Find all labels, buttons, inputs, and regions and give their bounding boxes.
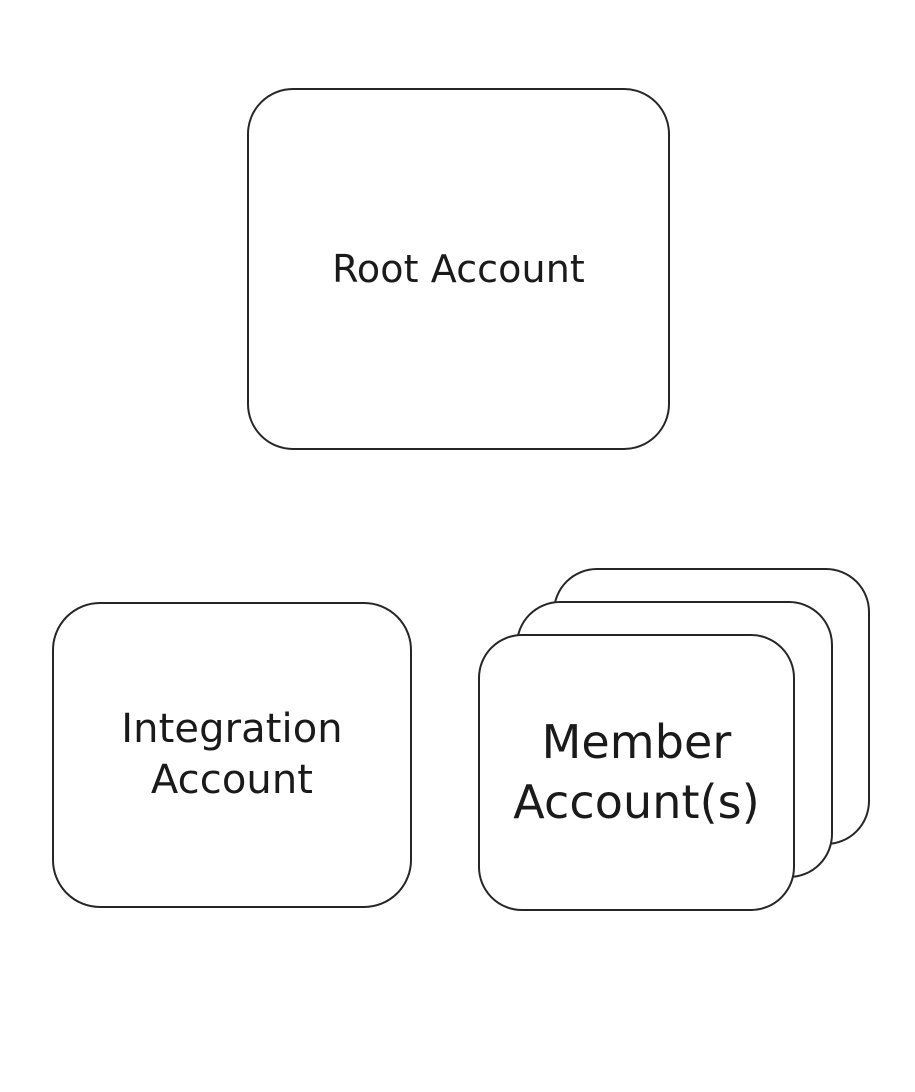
node-root-account[interactable]: Root Account: [247, 88, 670, 450]
node-integration-account[interactable]: Integration Account: [52, 602, 412, 908]
node-member-accounts[interactable]: Member Account(s): [478, 568, 874, 913]
node-member-accounts-label: Member Account(s): [513, 714, 760, 829]
member-accounts-stack-layer-front[interactable]: Member Account(s): [478, 634, 795, 911]
node-root-account-label: Root Account: [332, 246, 585, 291]
node-integration-account-label: Integration Account: [121, 705, 343, 803]
